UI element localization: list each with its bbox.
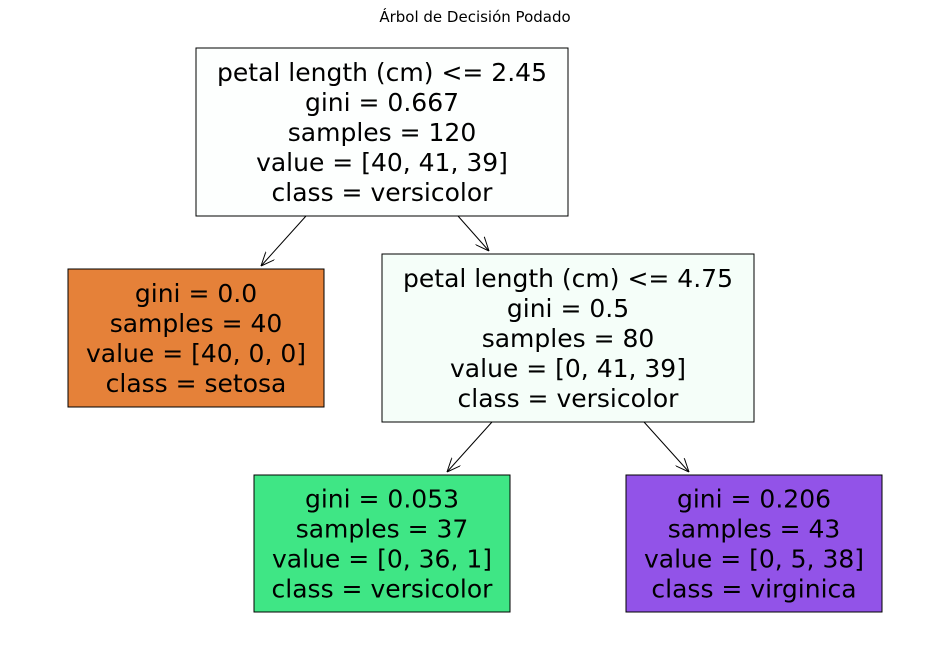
edge-right-split-to-virginica-leaf <box>643 421 689 472</box>
node-line: class = versicolor <box>272 178 494 207</box>
node-box <box>253 474 511 613</box>
node-line: samples = 43 <box>668 515 841 544</box>
node-line: class = setosa <box>106 369 287 398</box>
node-box <box>67 268 325 408</box>
figure-title: Árbol de Decisión Podado <box>379 7 570 26</box>
node-box <box>625 474 883 613</box>
edges-layer <box>261 215 689 472</box>
edge-right-split-to-versicolor-leaf <box>447 421 493 472</box>
node-line: value = [40, 41, 39] <box>256 148 508 177</box>
node-line: petal length (cm) <= 4.75 <box>403 264 733 293</box>
node-line: gini = 0.5 <box>507 294 629 323</box>
edge-root-to-right-split <box>457 215 489 251</box>
node-line: value = [0, 5, 38] <box>644 545 864 574</box>
node-line: gini = 0.206 <box>677 485 831 514</box>
node-line: petal length (cm) <= 2.45 <box>217 58 547 87</box>
node-box <box>195 47 569 217</box>
node-line: class = virginica <box>651 575 856 604</box>
node-line: gini = 0.053 <box>305 485 459 514</box>
node-line: samples = 37 <box>296 515 469 544</box>
node-box <box>381 253 755 423</box>
node-line: gini = 0.667 <box>305 88 459 117</box>
node-line: value = [40, 0, 0] <box>86 339 306 368</box>
node-line: value = [0, 36, 1] <box>272 545 492 574</box>
node-line: gini = 0.0 <box>135 279 257 308</box>
node-line: samples = 40 <box>110 309 283 338</box>
node-line: samples = 120 <box>288 118 476 147</box>
node-line: class = versicolor <box>272 575 494 604</box>
edge-root-to-left-leaf <box>261 215 307 266</box>
node-line: value = [0, 41, 39] <box>450 354 686 383</box>
node-line: samples = 80 <box>482 324 655 353</box>
node-line: class = versicolor <box>458 384 680 413</box>
